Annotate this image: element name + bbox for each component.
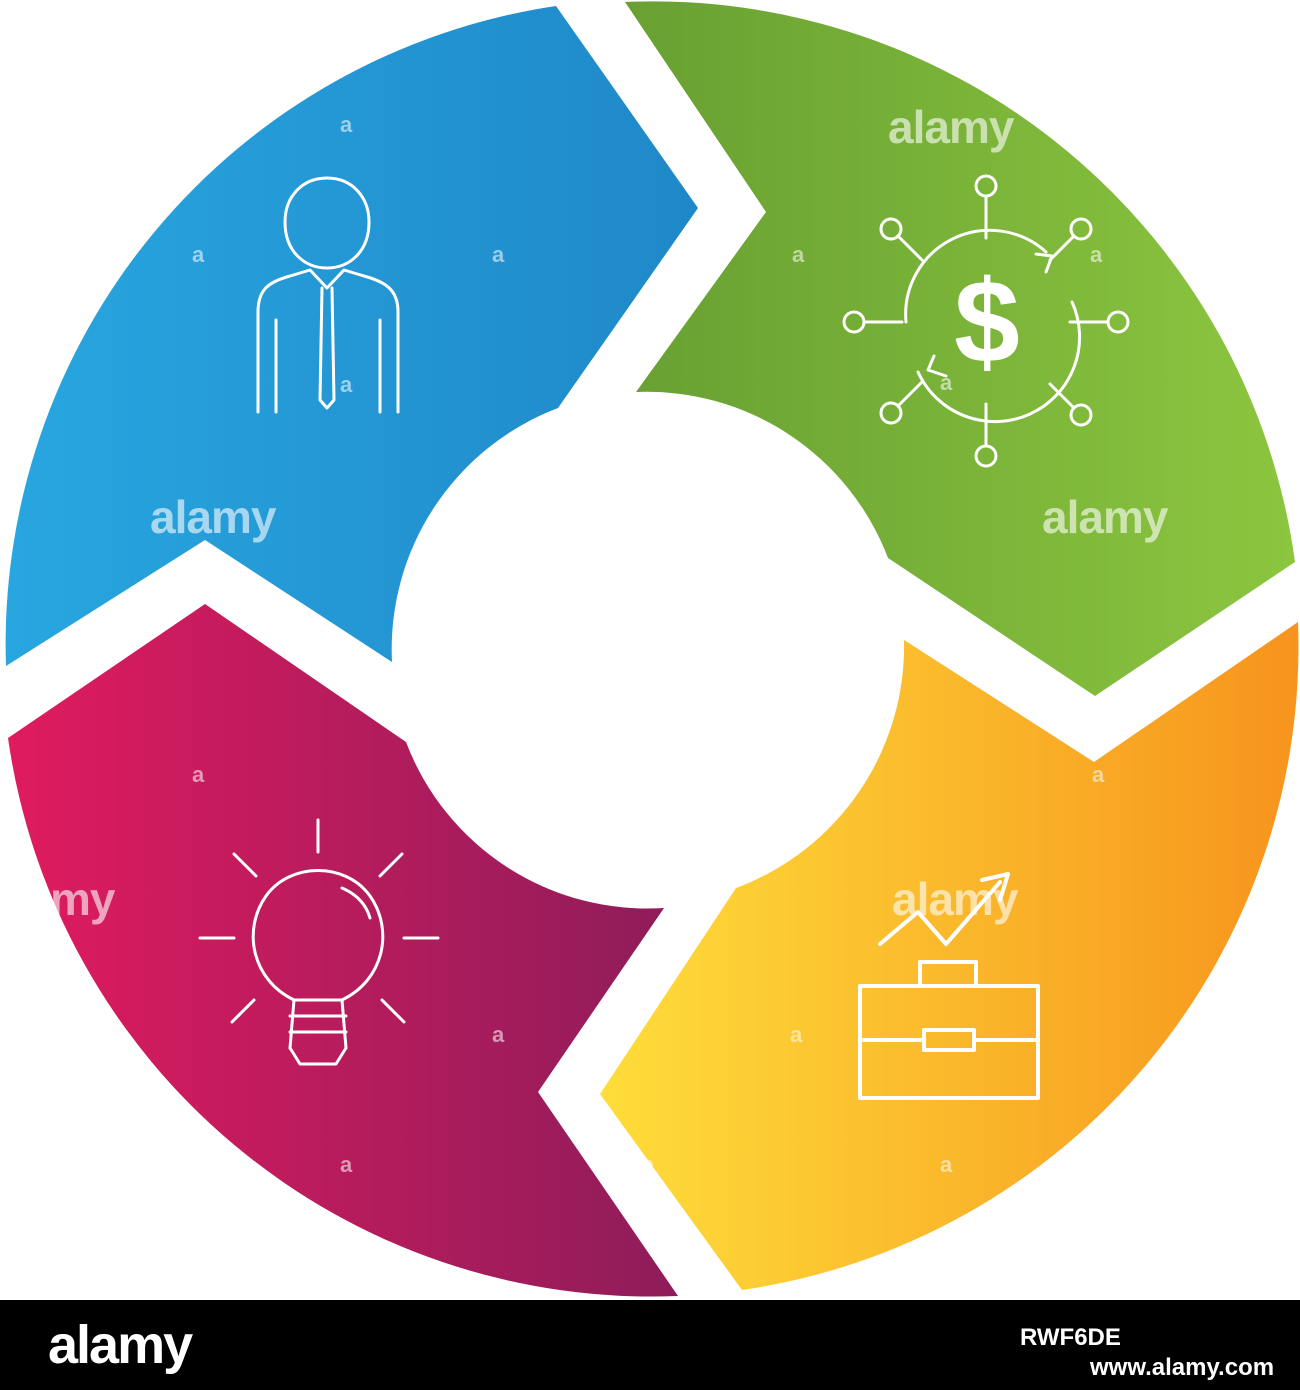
cycle-diagram: $ bbox=[5, 1, 1299, 1297]
footer-bar: alamy RWF6DE www.alamy.com bbox=[0, 1300, 1300, 1390]
briefcase-growth-icon bbox=[858, 872, 1040, 1100]
segment-people bbox=[5, 6, 698, 666]
segment-idea bbox=[8, 604, 678, 1297]
dollar-exchange-icon bbox=[842, 174, 1130, 468]
person-icon bbox=[256, 176, 400, 414]
site-url: www.alamy.com bbox=[1090, 1354, 1275, 1381]
light-bulb-icon bbox=[198, 818, 440, 1066]
segment-growth bbox=[600, 622, 1299, 1290]
dollar-symbol-icon: $ bbox=[954, 256, 1020, 388]
image-id: RWF6DE bbox=[1020, 1324, 1121, 1351]
segment-money bbox=[625, 1, 1295, 696]
alamy-logo: alamy bbox=[48, 1315, 193, 1375]
